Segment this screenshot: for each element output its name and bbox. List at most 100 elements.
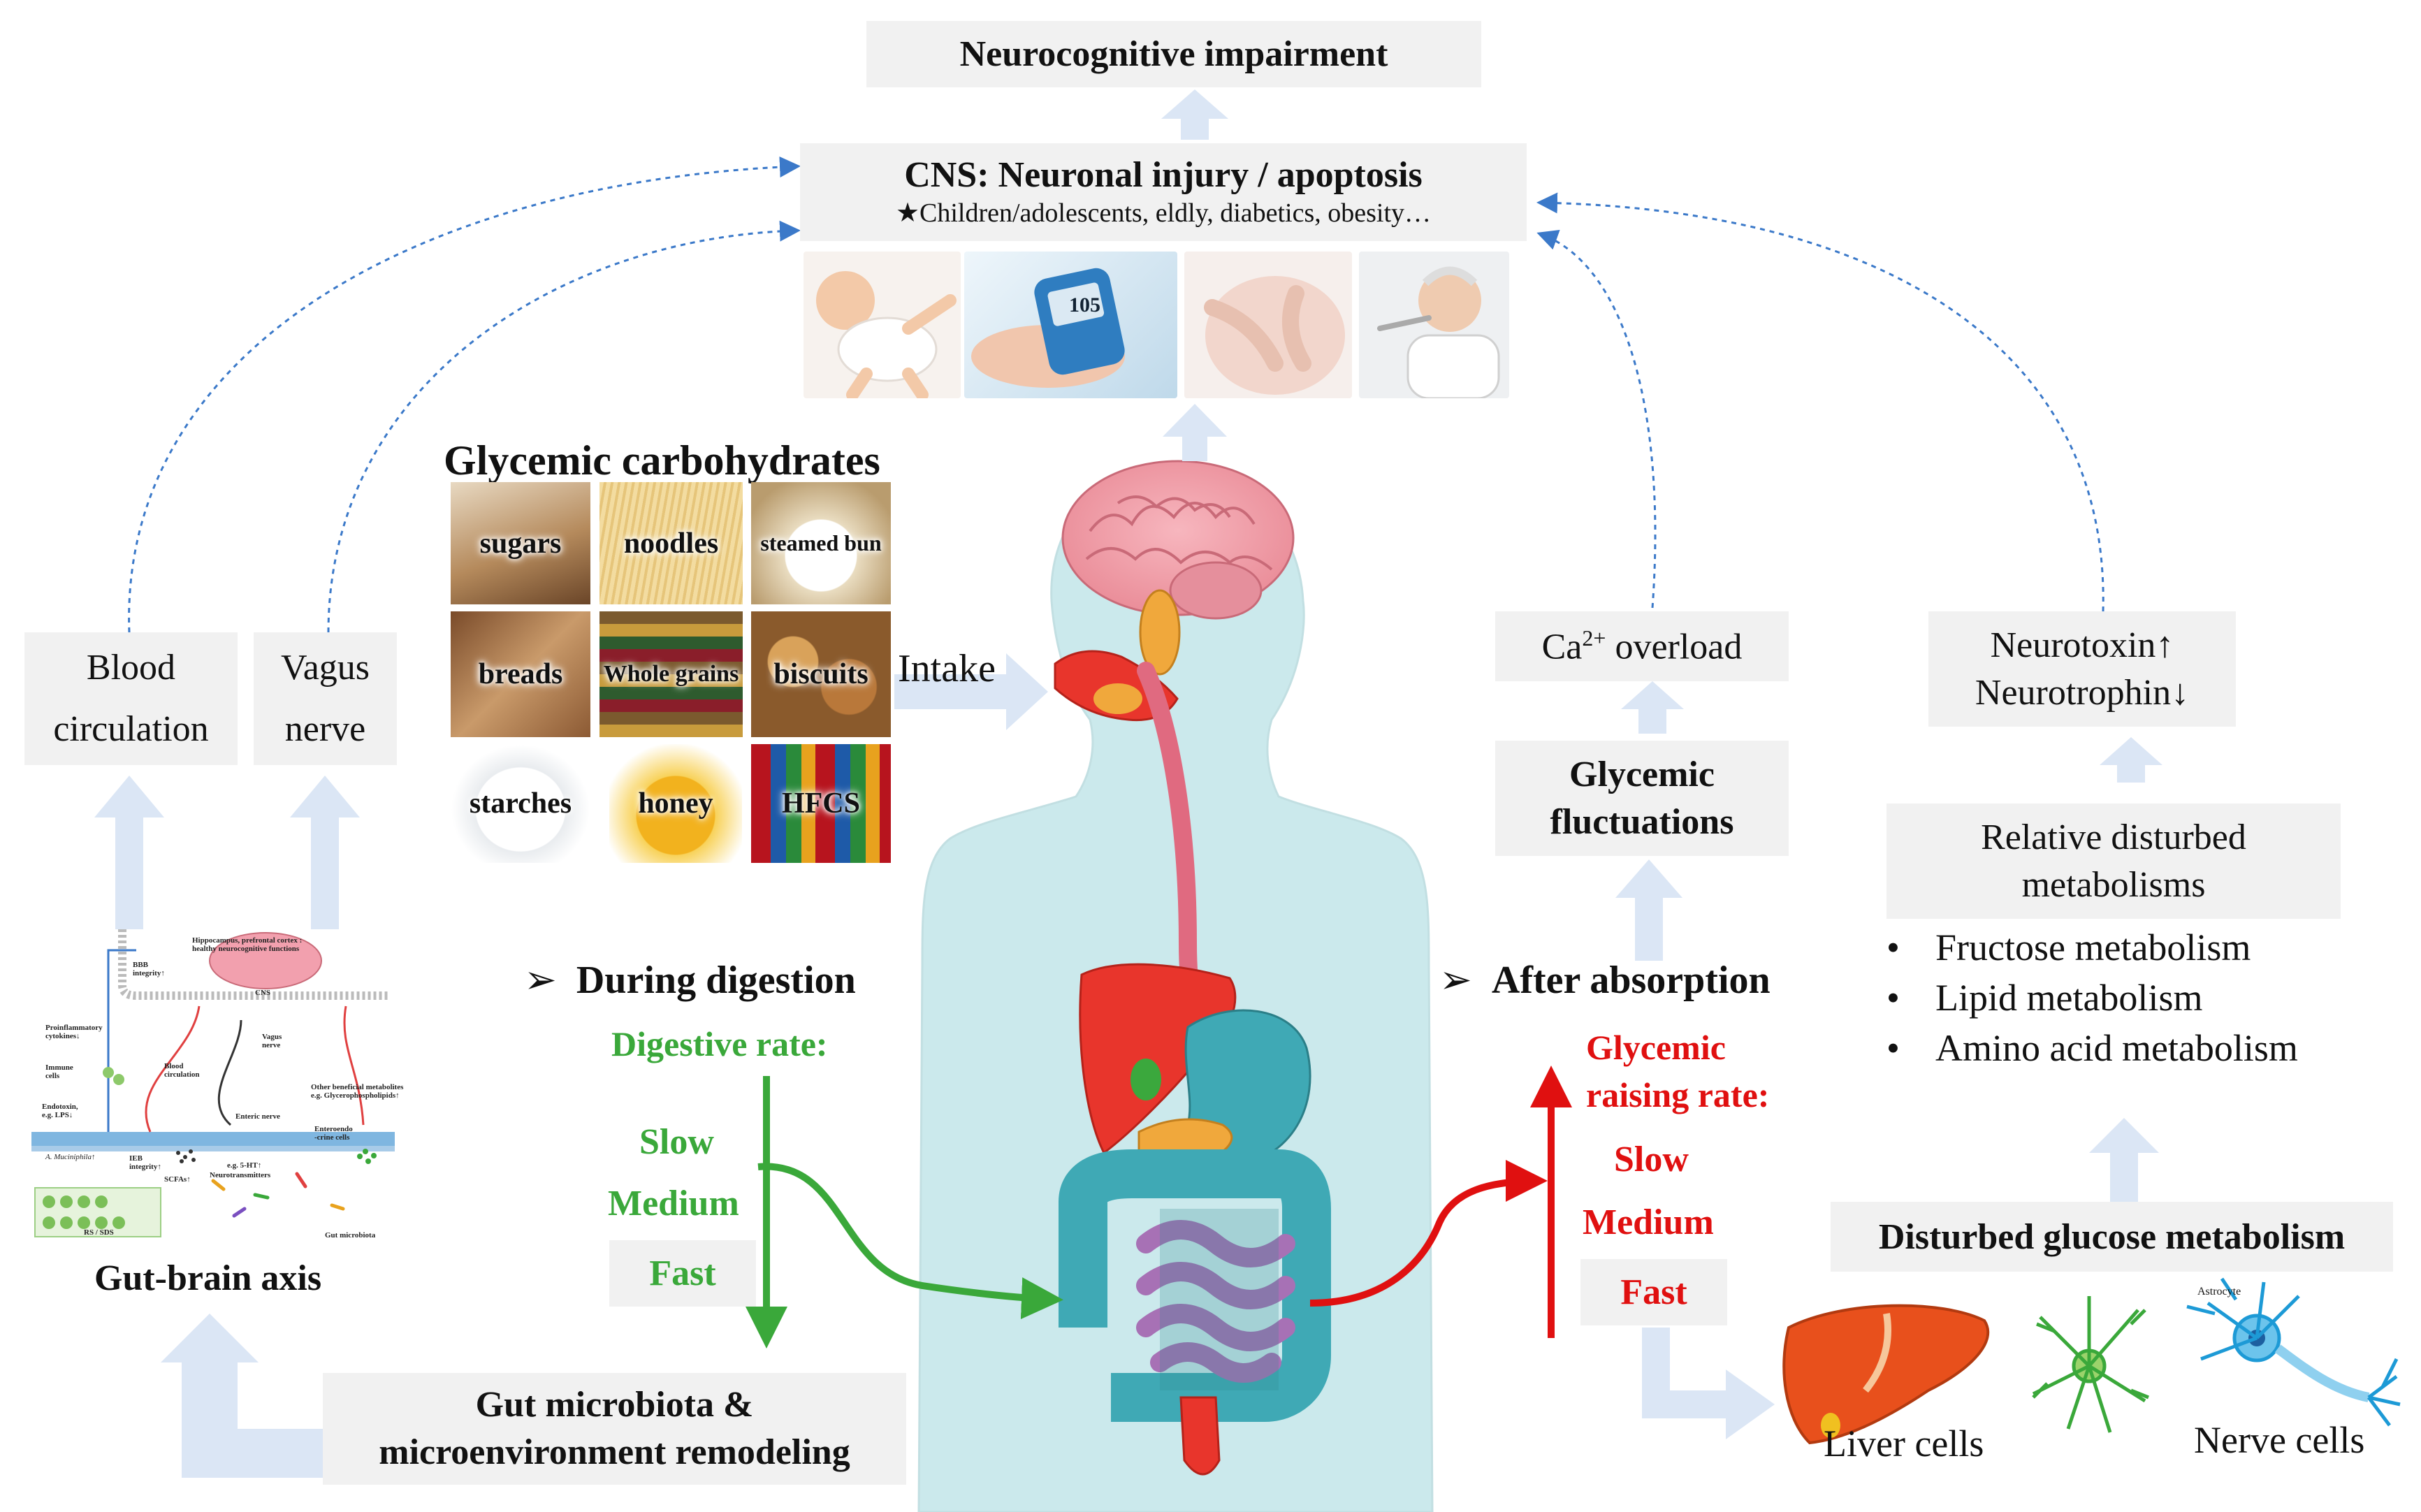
- food-noodles: noodles: [599, 482, 743, 604]
- neurotrophin-label: Neurotrophin↓: [1975, 672, 2190, 713]
- glycemic-arrows: [1309, 1066, 1572, 1338]
- inset-ieb-integrity: integrity↑: [129, 1163, 161, 1171]
- neuron-illustration: [2186, 1277, 2401, 1427]
- glycemic-fluct-box: Glycemic fluctuations: [1495, 741, 1789, 856]
- inset-enteric: Enteric nerve: [235, 1112, 280, 1121]
- rectum-organ: [1179, 1396, 1221, 1476]
- baby-icon: [816, 271, 957, 398]
- arrow-up-vagus: [290, 776, 360, 929]
- cns-box: CNS: Neuronal injury / apoptosis ★Childr…: [800, 143, 1527, 241]
- digestive-arrows: [746, 1076, 1063, 1349]
- inset-endotoxin: Endotoxin,: [42, 1103, 78, 1111]
- arrow-up-relative: [2089, 1118, 2159, 1202]
- vagus-line2: nerve: [284, 709, 366, 749]
- arrow-intake: [894, 653, 1048, 730]
- dash-ca: [1536, 230, 1657, 609]
- blood-line1: Blood: [86, 648, 176, 688]
- glucometer-icon: [971, 268, 1125, 388]
- neurotoxin-label: Neurotoxin↑: [1990, 625, 2174, 665]
- digest-medium: Medium: [608, 1184, 739, 1223]
- fluct-line2: fluctuations: [1550, 801, 1734, 842]
- elderly-photo: [1359, 252, 1509, 398]
- inset-cytokines: cytokines↓: [45, 1032, 80, 1040]
- digest-fast: Fast: [649, 1253, 716, 1293]
- relative-metab-box: Relative disturbed metabolisms: [1886, 804, 2341, 919]
- arrow-up-neuro: [2100, 737, 2162, 783]
- absorb-fast: Fast: [1620, 1272, 1687, 1312]
- vagus-nerve-box: Vagus nerve: [254, 632, 397, 765]
- throat-gland: [1139, 589, 1181, 676]
- food-label-hfcs: HFCS: [781, 787, 860, 820]
- food-starches: starches: [451, 744, 590, 863]
- inset-5ht: e.g. 5-HT↑: [227, 1161, 262, 1170]
- gut-remodel-line1: Gut microbiota &: [475, 1385, 754, 1425]
- astrocyte-illustration: [2032, 1296, 2149, 1433]
- arrow-up-ca: [1621, 681, 1684, 734]
- absorption-bullet-icon: ➢: [1439, 959, 1492, 1002]
- food-label-biscuits: biscuits: [773, 658, 868, 690]
- metab-item-lipid: •Lipid metabolism: [1886, 977, 2203, 1019]
- absorption-header: ➢ After absorption: [1439, 957, 1771, 1003]
- absorb-fast-box: Fast: [1580, 1259, 1727, 1325]
- gallbladder: [1130, 1059, 1161, 1100]
- obesity-photo: [1184, 252, 1352, 398]
- ca-overload-text: Ca2+ overload: [1542, 625, 1743, 667]
- glycemic-rate-line2: raising rate:: [1586, 1075, 1770, 1114]
- absorb-slow: Slow: [1614, 1140, 1689, 1179]
- colon-organ: [1059, 1149, 1331, 1422]
- food-hfcs: HFCS: [751, 744, 891, 863]
- food-honey: honey: [609, 744, 742, 863]
- food-whole-grains: Whole grains: [599, 611, 743, 737]
- relative-line2: metabolisms: [2021, 864, 2206, 905]
- inset-enteroendo: Enteroendo: [314, 1125, 353, 1133]
- disturbed-glucose-label: Disturbed glucose metabolism: [1878, 1216, 2346, 1257]
- intake-label: Intake: [898, 647, 996, 690]
- neurocognitive-label: Neurocognitive impairment: [959, 34, 1388, 74]
- food-biscuits: biscuits: [751, 611, 891, 737]
- relative-line1: Relative disturbed: [1981, 817, 2246, 857]
- food-label-breads: breads: [478, 658, 563, 690]
- inset-scfas: SCFAs↑: [164, 1175, 191, 1184]
- food-label-honey: honey: [638, 787, 713, 820]
- inset-cns: CNS: [255, 989, 271, 997]
- block-arrows: [94, 89, 2162, 1478]
- food-breads: breads: [451, 611, 590, 737]
- ca-prefix: Ca: [1541, 627, 1583, 667]
- arrow-up-blood: [94, 776, 164, 929]
- food-steamed-bun: steamed bun: [751, 482, 891, 604]
- dash-blood: [128, 156, 801, 633]
- food-sugars: sugars: [451, 482, 590, 604]
- cns-title: CNS: Neuronal injury / apoptosis: [904, 155, 1423, 195]
- gut-remodel-box: Gut microbiota & microenvironment remode…: [323, 1373, 906, 1485]
- baby-photo: [804, 252, 961, 398]
- inset-crine-cells: -crine cells: [314, 1133, 350, 1142]
- inset-blood: Blood: [164, 1062, 184, 1070]
- inset-bbb: BBB: [133, 961, 149, 969]
- inset-circulation: circulation: [164, 1070, 200, 1079]
- cns-subtitle: ★Children/adolescents, eldly, diabetics,…: [895, 198, 1432, 228]
- astrocyte-label: Astrocyte: [2197, 1286, 2241, 1297]
- dash-vagus: [327, 220, 801, 633]
- glycemic-rate-label: Glycemic raising rate:: [1586, 1024, 1769, 1119]
- inset-akk: A. Muciniphila↑: [45, 1153, 96, 1161]
- ca-overload-box: Ca2+ overload: [1495, 611, 1789, 681]
- inset-glycero: e.g. Glycerophospholipids↑: [311, 1091, 400, 1100]
- food-label-whole-grains: Whole grains: [603, 661, 739, 687]
- elderly-icon: [1377, 266, 1500, 398]
- digest-slow: Slow: [639, 1122, 714, 1162]
- inset-hippo-2: healthy neurocognitive functions: [192, 945, 300, 953]
- gut-brain-title: Gut-brain axis: [94, 1258, 322, 1298]
- vagus-line1: Vagus: [280, 648, 370, 688]
- disturbed-glucose-box: Disturbed glucose metabolism: [1831, 1202, 2393, 1272]
- absorption-header-text: After absorption: [1491, 959, 1771, 1002]
- metab-item-amino: •Amino acid metabolism: [1886, 1027, 2298, 1069]
- glycemic-rate-line1: Glycemic: [1586, 1028, 1726, 1067]
- food-label-sugars: sugars: [479, 527, 562, 560]
- digestion-header: ➢ During digestion: [524, 957, 856, 1003]
- inset-nerve: nerve: [262, 1041, 281, 1049]
- inset-vagus: Vagus: [262, 1033, 282, 1041]
- fluct-line1: Glycemic: [1569, 754, 1715, 794]
- small-intestine: [1136, 1220, 1295, 1383]
- arrow-l-gutbrain: [161, 1314, 325, 1478]
